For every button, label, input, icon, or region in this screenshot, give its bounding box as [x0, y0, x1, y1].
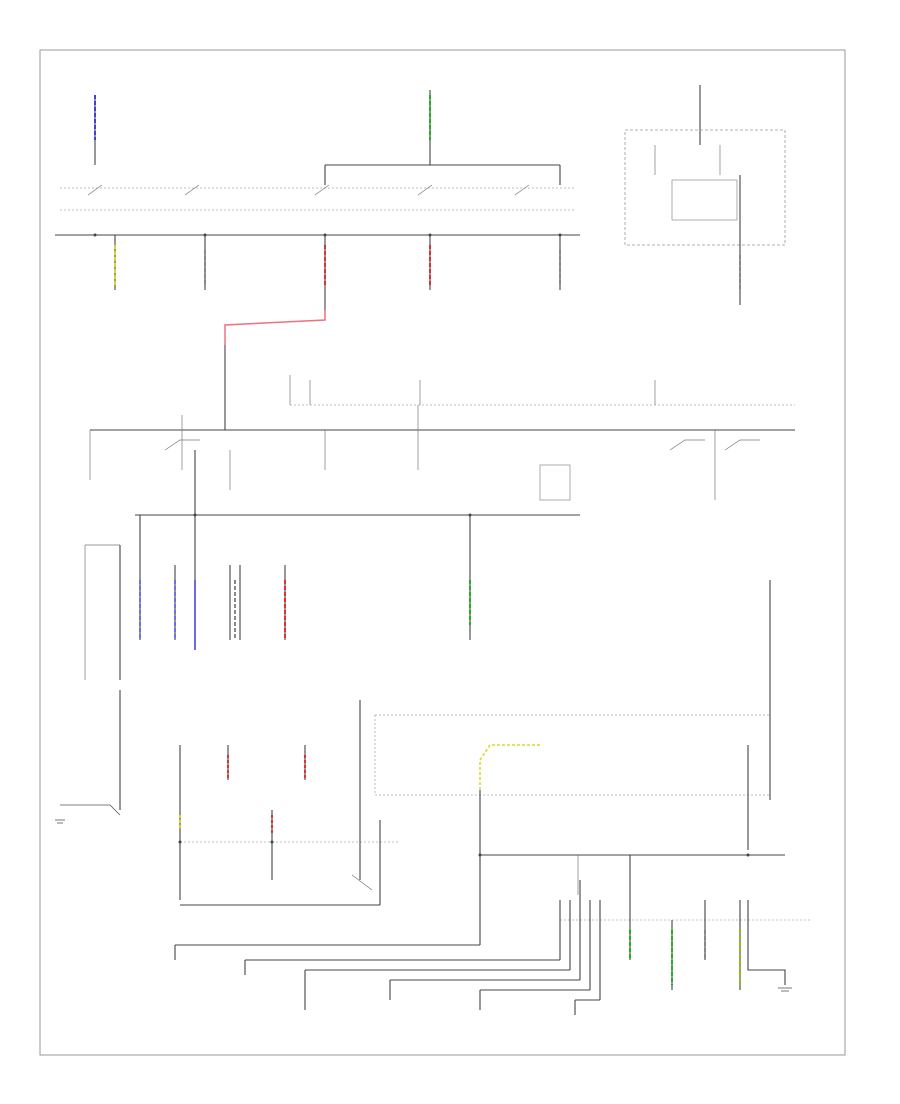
- bus-drops: [114, 235, 561, 310]
- pink-wire: [224, 310, 326, 430]
- middle-bus: [89, 375, 795, 501]
- bottom-right-drops: [629, 855, 792, 992]
- top-feed-wires: [94, 85, 701, 185]
- lower-right-box: [374, 580, 810, 945]
- diagram-border: [39, 49, 846, 1056]
- top-switch-row: [55, 184, 580, 236]
- middle-relays: [164, 439, 760, 515]
- bottom-harness: [174, 855, 601, 1015]
- junction-dots: [93, 233, 750, 857]
- left-grounds: [55, 690, 121, 824]
- fuse-bus: [84, 514, 580, 680]
- relay-box-right: [624, 129, 786, 305]
- lower-left-relay: [179, 700, 400, 906]
